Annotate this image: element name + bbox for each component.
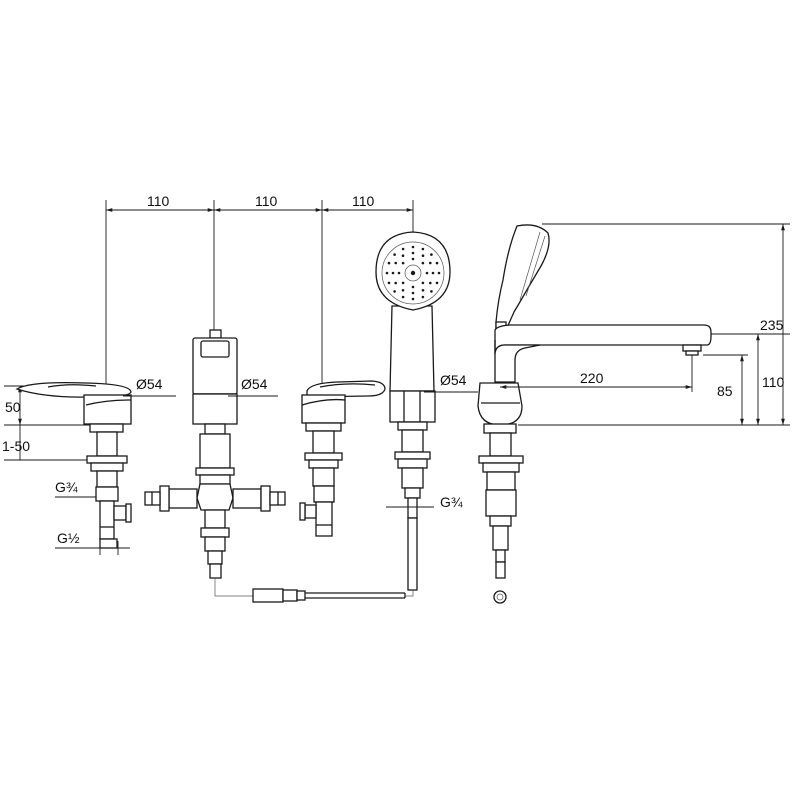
- dim-deck-range: 1-50: [2, 438, 30, 454]
- dim-spacing-2: 110: [255, 193, 278, 209]
- nozzle-dot: [401, 261, 405, 265]
- nozzle-dot: [421, 281, 425, 285]
- hose-connection: [214, 578, 414, 603]
- diverter-valve: [144, 329, 286, 579]
- dim-spacing-1: 110: [147, 193, 170, 209]
- nozzle-dot: [437, 271, 441, 275]
- nozzle-dot: [411, 245, 415, 249]
- nozzle-dot: [411, 291, 415, 295]
- mixer-valve: [15, 381, 132, 549]
- nozzle-dot: [387, 281, 391, 285]
- nozzle-dot: [429, 281, 432, 285]
- shower-nozzles: [385, 245, 441, 301]
- diameter-labels: Ø54 Ø54 Ø54: [123, 372, 478, 397]
- nozzle-dot: [411, 257, 415, 261]
- nozzle-dot: [421, 254, 425, 257]
- dim-overall-height: 235: [760, 317, 784, 333]
- dim-diameter-shower: Ø54: [440, 372, 467, 388]
- dim-thread-g34-left: G¾: [55, 479, 78, 495]
- nozzle-dot: [430, 290, 433, 293]
- hand-shower: G¾: [375, 231, 463, 591]
- nozzle-dot: [421, 295, 425, 299]
- nozzle-dot: [385, 271, 389, 275]
- dim-thread-g12: G½: [57, 530, 80, 546]
- nozzle-dot: [401, 254, 405, 257]
- nozzle-dot: [421, 247, 425, 251]
- nozzle-dot: [421, 261, 425, 265]
- nozzle-dot: [394, 281, 398, 285]
- nozzle-dot: [391, 271, 395, 275]
- dim-handle-height: 50: [5, 399, 21, 415]
- nozzle-dot: [435, 281, 439, 285]
- nozzle-dot: [393, 253, 396, 256]
- dim-thread-g34-right: G¾: [440, 494, 463, 510]
- dim-spout-reach: 220: [580, 370, 604, 386]
- dim-spout-height: 110: [762, 374, 785, 390]
- dim-spacing-3: 110: [352, 193, 375, 209]
- nozzle-dot: [401, 247, 405, 251]
- dim-diameter-mixer: Ø54: [136, 376, 163, 392]
- top-dimension-chain: 110 110 110: [105, 193, 414, 395]
- dim-diameter-diverter: Ø54: [241, 376, 268, 392]
- nozzle-dot: [429, 261, 432, 265]
- nozzle-dot: [431, 271, 435, 275]
- nozzle-dot: [393, 290, 396, 293]
- nozzle-dot: [401, 281, 405, 285]
- nozzle-dot: [425, 271, 429, 275]
- nozzle-dot: [411, 251, 415, 255]
- nozzle-dot: [421, 289, 425, 292]
- stop-valve: [299, 380, 386, 537]
- nozzle-dot: [411, 297, 415, 301]
- nozzle-dot: [397, 271, 401, 275]
- nozzle-dot: [411, 285, 415, 289]
- left-dimensions: 50 1-50 G¾ G½: [2, 385, 130, 555]
- bath-spout: 220 85 110 235: [477, 223, 790, 604]
- nozzle-dot: [430, 253, 433, 256]
- nozzle-dot: [401, 289, 405, 292]
- nozzle-dot: [387, 261, 391, 265]
- nozzle-dot: [435, 261, 439, 265]
- nozzle-dot: [394, 261, 398, 265]
- dim-spout-outlet-height: 85: [717, 383, 733, 399]
- nozzle-dot: [401, 295, 405, 299]
